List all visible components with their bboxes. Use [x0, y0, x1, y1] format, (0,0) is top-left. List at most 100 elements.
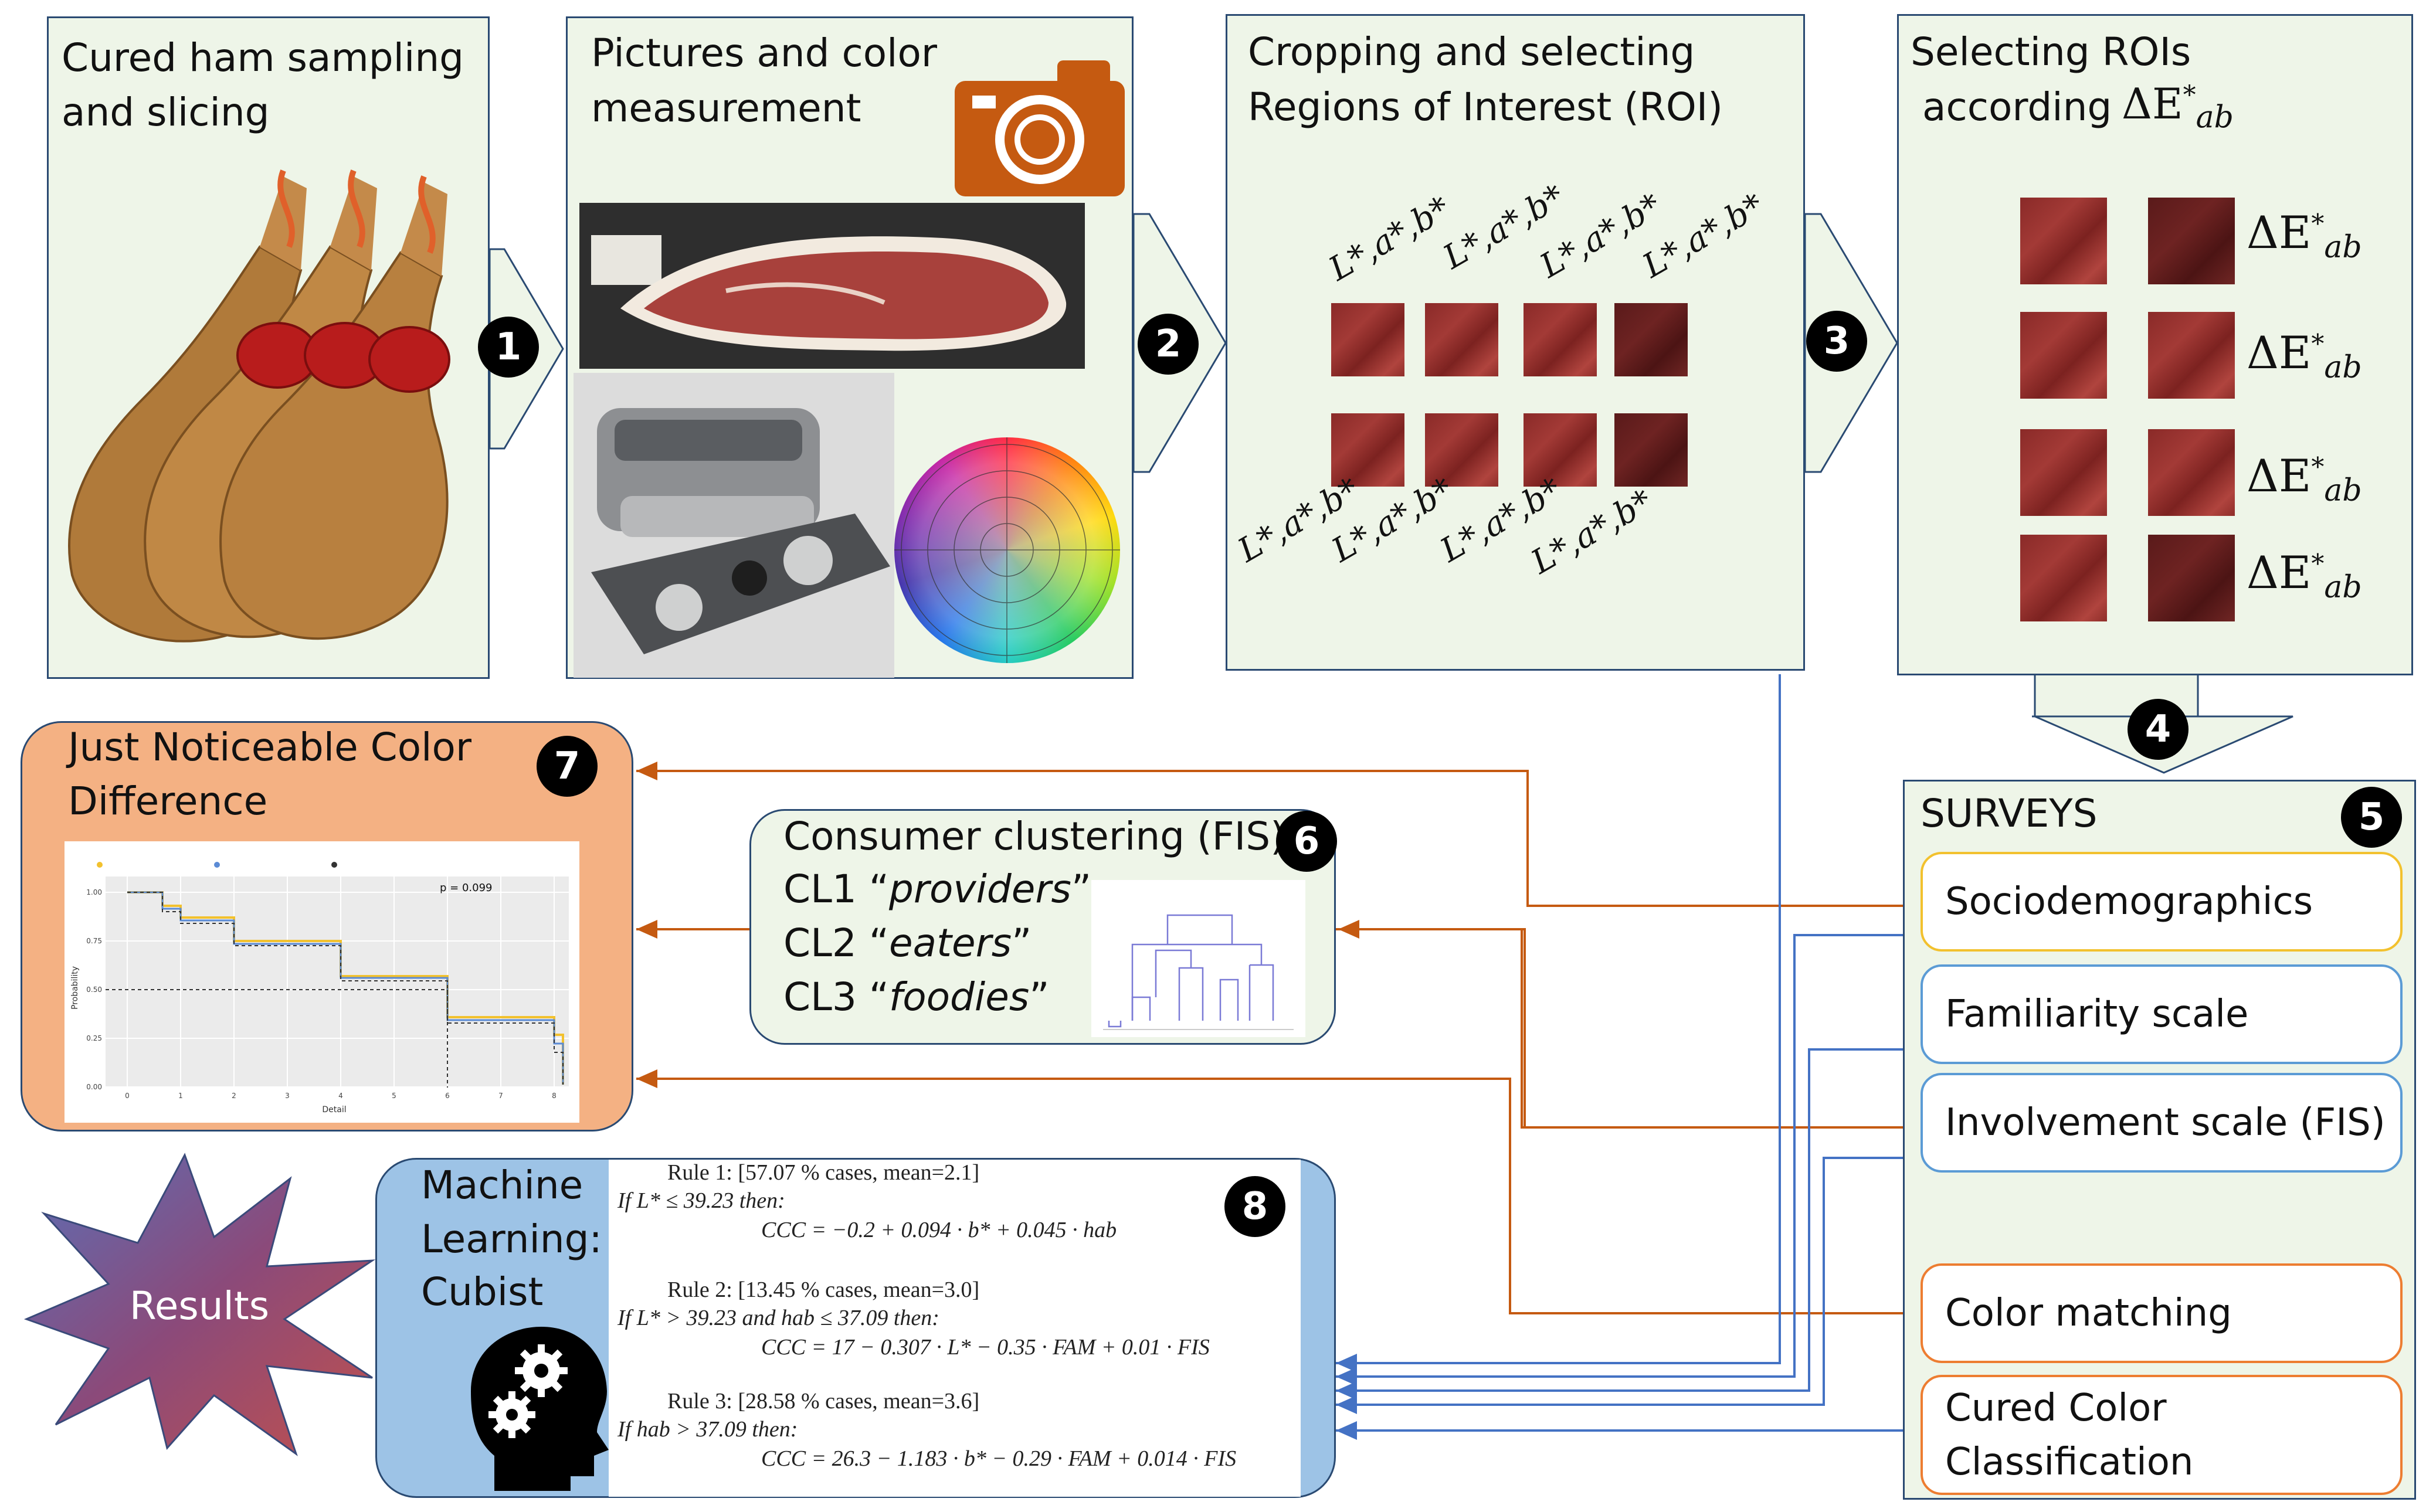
survey-label: Familiarity scale: [1945, 993, 2249, 1036]
cluster-name: providers: [889, 867, 1071, 912]
delta-e-label: ΔE*ab: [2247, 450, 2362, 508]
arrow-colormatch-to-jnd: [636, 1069, 1921, 1314]
km-xtick: 1: [178, 1092, 183, 1100]
delta-sup: *: [2311, 452, 2325, 483]
arrow-fis-to-cluster: [1338, 920, 1921, 1129]
delta-base: ΔE: [2247, 206, 2312, 259]
camera-icon: [955, 60, 1125, 196]
panel-consumer-clustering: Consumer clustering (FIS) CL1 “providers…: [749, 809, 1337, 1045]
step-7-badge: 7: [537, 736, 598, 797]
panel-selecting-rois: Selecting ROIs according ΔE*ab ΔE*ab ΔE*…: [1897, 14, 2413, 675]
delta-base: ΔE: [2247, 450, 2312, 502]
cluster-name: eaters: [889, 920, 1012, 966]
survey-familiarity: Familiarity scale: [1921, 964, 2403, 1064]
colorimeter-photo: [574, 373, 894, 678]
cluster-prefix: CL2 “: [783, 920, 890, 966]
roi-swatch: [1614, 303, 1688, 376]
arrow-roi-to-ml: [1336, 674, 1781, 1372]
roi-label-top: L*,a*,b*: [1322, 189, 1457, 288]
roi-swatch-right: [2148, 429, 2235, 516]
roi-swatch-right: [2148, 535, 2235, 621]
step-8-badge: 8: [1224, 1176, 1285, 1237]
panel-jnd-title-2: Difference: [68, 779, 268, 824]
delta-e-label: ΔE*ab: [2247, 327, 2362, 385]
panel-pictures-title-1: Pictures and color: [591, 30, 938, 76]
km-xtick: 8: [552, 1092, 557, 1100]
cluster-suffix: ”: [1029, 974, 1050, 1020]
delta-sub: ab: [2324, 230, 2362, 266]
cubist-rules: Rule 1: [57.07 % cases, mean=2.1] If L* …: [609, 1160, 1301, 1497]
delta-e-title: ΔE*ab: [2122, 79, 2234, 135]
km-xtick: 3: [285, 1092, 290, 1100]
ml-title-2: Learning:: [421, 1217, 602, 1262]
delta-base: ΔE: [2247, 546, 2312, 599]
survey-label: Color matching: [1945, 1292, 2232, 1335]
rule-3-header: Rule 3: [28.58 % cases, mean=3.6]: [667, 1389, 980, 1414]
cluster-item-2: CL2 “eaters”: [783, 916, 1032, 970]
delta-e-label: ΔE*ab: [2247, 546, 2362, 605]
ham-slice-photo: [579, 203, 1085, 369]
panel-roi-title-1: Cropping and selecting: [1248, 29, 1695, 74]
km-ytick: 0.75: [86, 937, 102, 945]
arrow-socio-to-jnd: [636, 762, 1921, 907]
delta-base: ΔE: [2247, 327, 2312, 379]
km-xtick: 7: [498, 1092, 503, 1100]
delta-sub: ab: [2324, 473, 2362, 509]
delta-sup: *: [2311, 549, 2325, 579]
km-ytick: 0.25: [86, 1034, 102, 1042]
rule-2-header: Rule 2: [13.45 % cases, mean=3.0]: [667, 1277, 980, 1302]
cured-ham-illustration: [68, 169, 450, 643]
survey-involvement: Involvement scale (FIS): [1921, 1073, 2403, 1173]
arrow-familiarity-to-ml: [1336, 1048, 1921, 1400]
roi-swatch: [1425, 303, 1498, 376]
roi-swatch: [1524, 303, 1597, 376]
survey-label: Sociodemographics: [1945, 880, 2313, 923]
survival-plot: p = 0.099 Detail Probability 1.00 0.75 0…: [65, 841, 579, 1123]
roi-swatch-left: [2020, 535, 2107, 621]
cluster-prefix: CL3 “: [783, 974, 890, 1020]
rule-1-condition: If L* ≤ 39.23 then:: [617, 1188, 785, 1213]
km-xtick: 6: [445, 1092, 450, 1100]
roi-swatch: [1614, 413, 1688, 487]
step-5-badge: 5: [2341, 787, 2402, 848]
panel-select-title-1: Selecting ROIs: [1911, 29, 2191, 74]
roi-swatch-left: [2020, 312, 2107, 399]
panel-select-title-2: according: [1922, 84, 2112, 130]
delta-sub: ab: [2324, 350, 2362, 386]
roi-swatch-right: [2148, 198, 2235, 284]
arrow-involvement-to-ml: [1336, 1157, 1921, 1414]
roi-swatch: [1331, 303, 1404, 376]
panel-roi-cropping: Cropping and selecting Regions of Intere…: [1226, 14, 1805, 671]
color-wheel-grid: [894, 437, 1120, 663]
roi-swatch-left: [2020, 429, 2107, 516]
cluster-title: Consumer clustering (FIS): [783, 814, 1285, 859]
km-xtick: 5: [392, 1092, 396, 1100]
surveys-title: SURVEYS: [1921, 791, 2098, 836]
km-xtick: 0: [125, 1092, 130, 1100]
panel-jnd: Just Noticeable Color Difference p = 0.0…: [21, 721, 633, 1132]
arrow-socio-to-ml: [1336, 934, 1921, 1386]
km-ylabel: Probability: [70, 966, 80, 1010]
pvalue-text: p = 0.099: [440, 882, 492, 894]
cluster-suffix: ”: [1012, 920, 1032, 966]
survey-cured-color-classification: Cured Color Classification: [1921, 1375, 2403, 1495]
survey-label: Involvement scale (FIS): [1945, 1101, 2386, 1144]
rule-3-condition: If hab > 37.09 then:: [617, 1417, 798, 1442]
rule-2-formula: CCC = 17 − 0.307 · L* − 0.35 · FAM + 0.0…: [761, 1335, 1210, 1360]
delta-e-label: ΔE*ab: [2247, 206, 2362, 265]
delta-e-sup: *: [2183, 80, 2196, 110]
roi-swatch: [1425, 413, 1498, 487]
delta-sup: *: [2311, 329, 2325, 359]
cluster-item-1: CL1 “providers”: [783, 862, 1091, 916]
step-3-badge: 3: [1806, 311, 1867, 372]
panel-machine-learning: Machine Learning: Cubist Rule 1: [57.07 …: [375, 1158, 1336, 1498]
km-xlabel: Detail: [322, 1105, 346, 1115]
cluster-prefix: CL1 “: [783, 867, 890, 912]
rule-2-condition: If L* > 39.23 and hab ≤ 37.09 then:: [617, 1306, 939, 1330]
panel-jnd-title-1: Just Noticeable Color: [68, 725, 471, 770]
roi-swatch: [1524, 413, 1597, 487]
km-xtick: 4: [338, 1092, 343, 1100]
panel-pictures-title-2: measurement: [591, 86, 861, 131]
panel-roi-title-2: Regions of Interest (ROI): [1248, 84, 1723, 130]
km-ytick: 1.00: [86, 888, 102, 896]
